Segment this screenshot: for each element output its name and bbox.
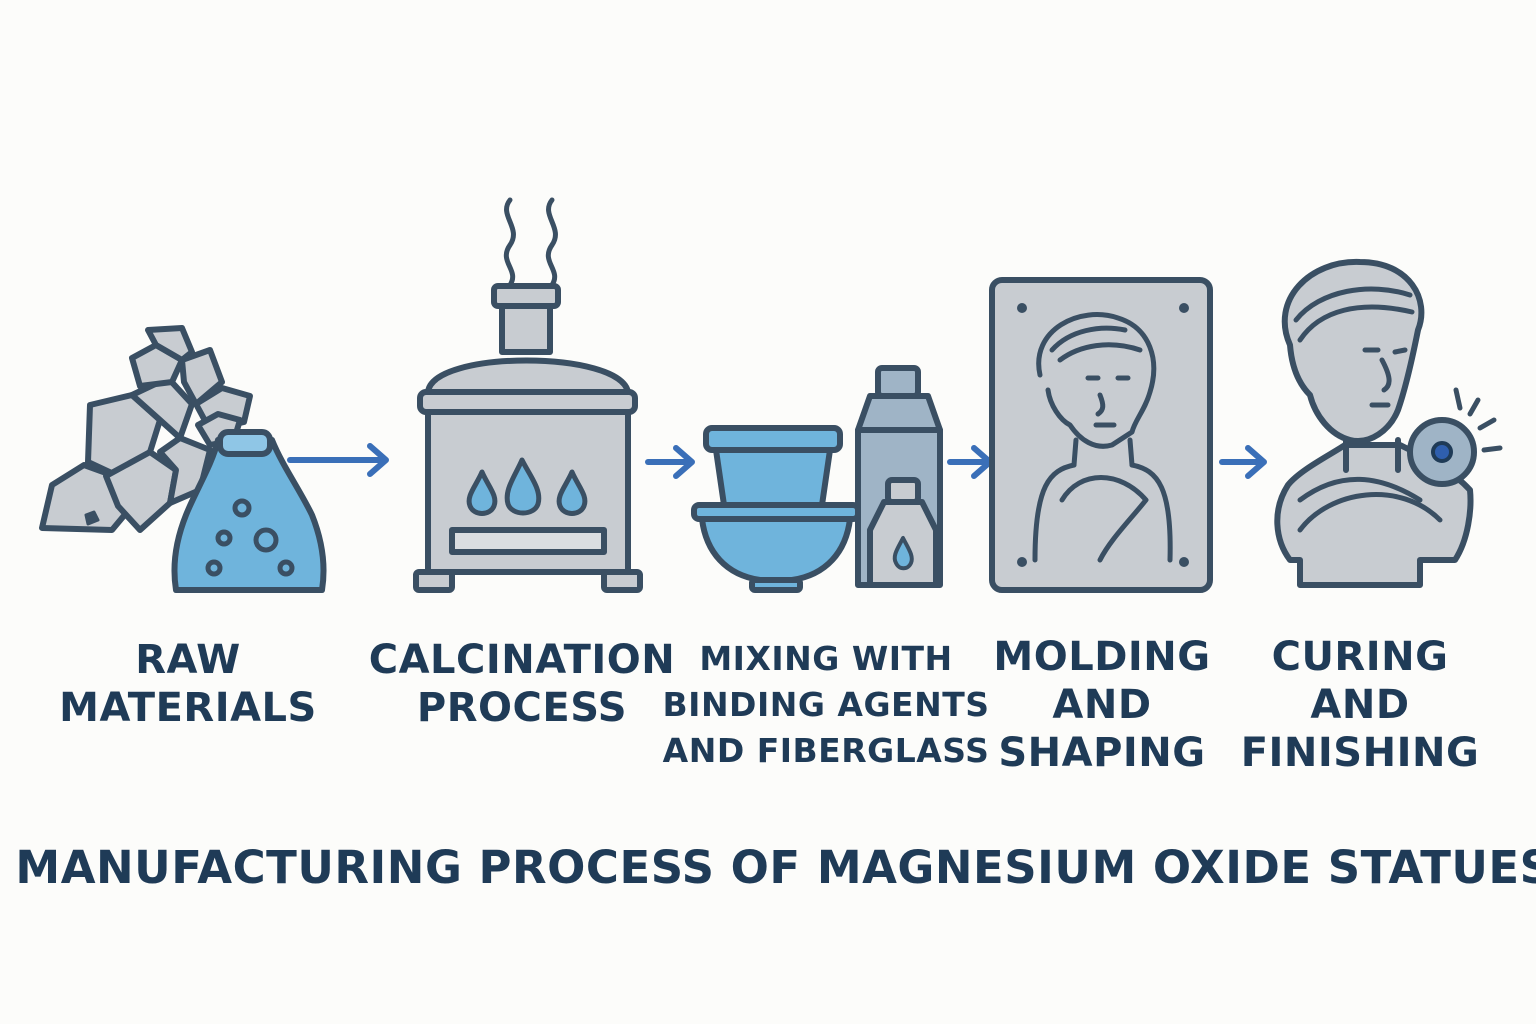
step-label-line: SHAPING (998, 730, 1206, 776)
relief-bust-icon (1032, 312, 1173, 563)
sparkle-icon (1453, 387, 1503, 453)
right-arrow-icon (1219, 445, 1267, 479)
step-label-line: AND (1052, 682, 1152, 728)
step-label-curing: CURING AND FINISHING (1241, 633, 1480, 777)
step-label-line: MIXING WITH (699, 639, 953, 678)
step-label-line: MOLDING (993, 634, 1211, 680)
mixing-bowls-and-bottles-icon (691, 365, 943, 593)
step-label-line: AND FIBERGLASS (662, 731, 990, 770)
step-label-line: CURING (1271, 634, 1449, 680)
rock-pile-and-powder-bag-icon (39, 325, 327, 593)
step-label-mixing: MIXING WITH BINDING AGENTS AND FIBERGLAS… (663, 636, 990, 774)
step-label-line: MATERIALS (59, 685, 317, 731)
step-label-raw-materials: RAW MATERIALS (59, 636, 317, 732)
step-label-line: FINISHING (1240, 730, 1480, 776)
step-label-line: AND (1310, 682, 1410, 728)
steam-icon (503, 197, 558, 288)
small-bottle-icon (867, 477, 939, 588)
kiln-furnace-icon (413, 197, 643, 593)
right-arrow-icon (287, 443, 389, 477)
diagram-title: MANUFACTURING PROCESS OF MAGNESIUM OXIDE… (15, 841, 1536, 894)
step-label-line: RAW (135, 637, 241, 683)
mixing-bowl-icon (691, 425, 861, 593)
statue-mold-panel-icon (989, 277, 1213, 593)
step-label-molding: MOLDING AND SHAPING (993, 633, 1210, 777)
step-label-calcination: CALCINATION PROCESS (369, 636, 676, 732)
polishing-disc-icon (1407, 417, 1477, 487)
right-arrow-icon (645, 445, 695, 479)
step-label-line: CALCINATION (368, 637, 676, 683)
right-arrow-icon (947, 445, 993, 479)
flame-drops-icon (466, 457, 588, 516)
finished-bust-icon (1274, 258, 1503, 588)
step-label-line: BINDING AGENTS (662, 685, 990, 724)
step-label-line: PROCESS (416, 685, 628, 731)
rock-pile-icon (39, 325, 253, 533)
powder-bag-icon (171, 429, 327, 593)
